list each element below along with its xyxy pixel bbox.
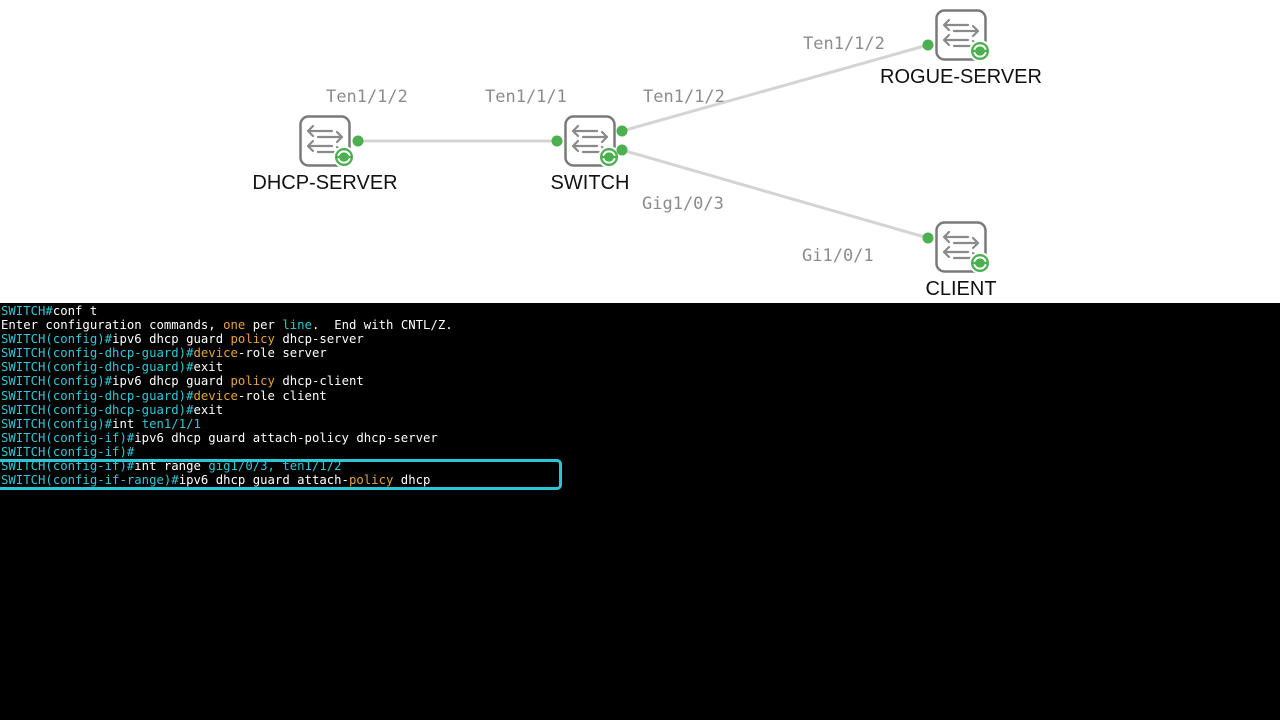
terminal-line: SWITCH(config-dhcp-guard)#device-role se… <box>0 346 1280 360</box>
terminal-prompt: ten1/1/1 <box>141 416 201 431</box>
switch-icon <box>564 115 620 168</box>
topology-diagram: DHCP-SERVER SWITCH ROGUE-SERVER CLIENT T… <box>0 0 1280 303</box>
device-switch[interactable] <box>564 115 620 168</box>
terminal-text: ipv6 dhcp guard attach-policy dhcp-serve… <box>134 430 438 445</box>
terminal-text: exit <box>193 360 224 375</box>
terminal-line: SWITCH(config-if)#int range gig1/0/3, te… <box>0 459 1280 473</box>
terminal-text: device <box>193 388 238 403</box>
terminal-line: SWITCH(config-dhcp-guard)#exit <box>0 403 1280 417</box>
port-label-switch-gig103: Gig1/0/3 <box>642 194 724 214</box>
terminal-text: -role server <box>237 346 327 361</box>
terminal-prompt: SWITCH(config-dhcp-guard)# <box>1 346 194 361</box>
terminal-prompt: SWITCH(config)# <box>1 416 113 431</box>
terminal-line: SWITCH(config-if-range)#ipv6 dhcp guard … <box>0 473 1280 487</box>
device-client[interactable] <box>935 221 991 274</box>
terminal-text: exit <box>193 402 224 417</box>
terminal-line: SWITCH(config-dhcp-guard)#device-role cl… <box>0 389 1280 403</box>
terminal-text: dhcp-client <box>274 374 364 389</box>
terminal-text: dhcp-server <box>274 332 364 347</box>
terminal-prompt: SWITCH(config-if-range)# <box>1 473 179 488</box>
switch-icon <box>935 221 991 274</box>
terminal-line: SWITCH(config)#ipv6 dhcp guard policy dh… <box>0 332 1280 346</box>
terminal-text: policy <box>230 374 275 389</box>
port-label-switch-ten112: Ten1/1/2 <box>643 87 725 107</box>
terminal-text: policy <box>230 332 275 347</box>
terminal-line: Enter configuration commands, one per li… <box>0 318 1280 332</box>
terminal-text: Enter configuration commands, <box>1 318 224 333</box>
terminal-text: int <box>112 416 142 431</box>
switch-icon <box>935 9 991 62</box>
device-label-dhcp-server: DHCP-SERVER <box>252 172 398 194</box>
terminal-text: per <box>245 318 283 333</box>
port-dot-switch-ten111[interactable] <box>551 135 563 147</box>
terminal-prompt: SWITCH(config)# <box>1 332 113 347</box>
terminal-text: . End with CNTL/Z. <box>311 318 453 333</box>
terminal-line: SWITCH#conf t <box>0 304 1280 318</box>
terminal-prompt: SWITCH(config-dhcp-guard)# <box>1 360 194 375</box>
terminal-text: ipv6 dhcp guard attach- <box>178 473 349 488</box>
port-label-dhcp-server-ten112: Ten1/1/2 <box>326 87 408 107</box>
terminal-text: dhcp <box>393 473 431 488</box>
terminal-text: one <box>223 318 246 333</box>
device-dhcp-server[interactable] <box>299 115 355 168</box>
device-label-client: CLIENT <box>925 278 997 300</box>
port-dot-switch-ten112[interactable] <box>616 125 628 137</box>
terminal-text: device <box>193 346 238 361</box>
terminal-prompt: SWITCH(config-if)# <box>1 459 135 474</box>
device-label-switch: SWITCH <box>550 172 630 194</box>
terminal-prompt: SWITCH(config-dhcp-guard)# <box>1 388 194 403</box>
terminal-text: ipv6 dhcp guard <box>112 374 231 389</box>
terminal-line: SWITCH(config-if)#ipv6 dhcp guard attach… <box>0 431 1280 445</box>
port-dot-client-gi101[interactable] <box>922 232 934 244</box>
port-label-switch-ten111: Ten1/1/1 <box>485 87 567 107</box>
port-label-rogue-ten112: Ten1/1/2 <box>803 34 885 54</box>
port-dot-dhcp-server-ten112[interactable] <box>352 135 364 147</box>
terminal-text: int range <box>134 459 209 474</box>
terminal-prompt: SWITCH(config)# <box>1 374 113 389</box>
port-dot-switch-gig103[interactable] <box>616 144 628 156</box>
terminal-text: ipv6 dhcp guard <box>112 332 231 347</box>
terminal-prompt: gig1/0/3, ten1/1/2 <box>208 459 342 474</box>
terminal-line: SWITCH(config-dhcp-guard)#exit <box>0 360 1280 374</box>
terminal-line: SWITCH(config-if)# <box>0 445 1280 459</box>
terminal-prompt: SWITCH(config-if)# <box>1 430 135 445</box>
port-dot-rogue-ten112[interactable] <box>922 39 934 51</box>
link-switch-rogue-server <box>621 43 929 133</box>
topology-links <box>358 43 929 240</box>
terminal-text: conf t <box>52 304 98 318</box>
terminal-prompt: SWITCH(config-if)# <box>1 444 135 459</box>
terminal-line: SWITCH(config)#int ten1/1/1 <box>0 417 1280 431</box>
switch-icon <box>299 115 355 168</box>
terminal-prompt: line <box>282 318 312 333</box>
terminal-text: -role client <box>237 388 327 403</box>
terminal-prompt: SWITCH# <box>1 304 53 318</box>
device-label-rogue-server: ROGUE-SERVER <box>880 66 1042 88</box>
terminal-text: policy <box>348 473 394 488</box>
terminal-prompt: SWITCH(config-dhcp-guard)# <box>1 402 194 417</box>
port-label-client-gi101: Gi1/0/1 <box>802 246 874 266</box>
device-rogue-server[interactable] <box>935 9 991 62</box>
link-switch-client <box>621 148 929 240</box>
terminal-line: SWITCH(config)#ipv6 dhcp guard policy dh… <box>0 374 1280 388</box>
